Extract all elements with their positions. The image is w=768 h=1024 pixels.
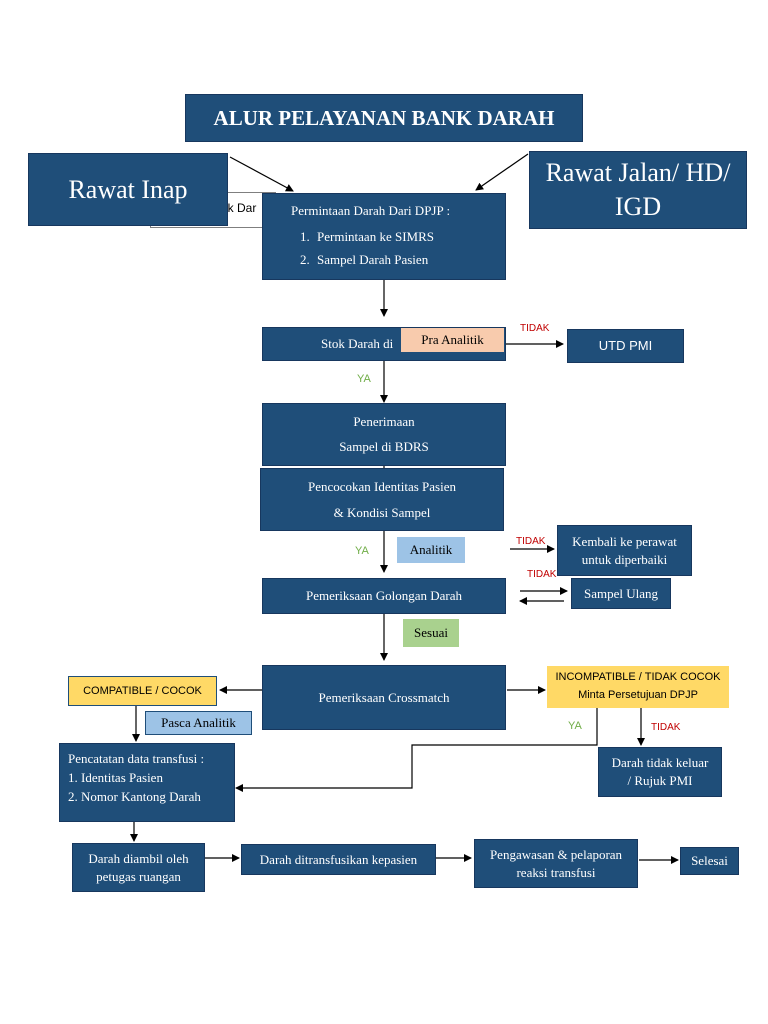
pencocokan-line: & Kondisi Sampel [333, 504, 431, 520]
kembali-box: Kembali ke perawat untuk diperbaiki [557, 525, 692, 576]
rawat-jalan-text: Rawat Jalan/ HD/ IGD [545, 158, 731, 221]
sesuai-text: Sesuai [414, 625, 448, 640]
label-tidak-golongan: TIDAK [527, 569, 557, 580]
diagram-title: ALUR PELAYANAN BANK DARAH [185, 94, 583, 142]
pengawasan-box: Pengawasan & pelaporan reaksi transfusi [474, 839, 638, 888]
pengawasan-line: reaksi transfusi [516, 864, 596, 880]
label-ya-pencocokan: YA [355, 545, 369, 557]
pasca-analitik-tag: Pasca Analitik [145, 711, 252, 735]
incompatible-line: INCOMPATIBLE / TIDAK COCOK [555, 671, 721, 684]
pencocokan-box: Pencocokan Identitas Pasien & Kondisi Sa… [260, 468, 504, 531]
hidden-stok-text: ok Dar [221, 201, 257, 215]
penerimaan-line: Penerimaan [353, 413, 415, 429]
compatible-tag: COMPATIBLE / COCOK [68, 676, 217, 706]
pencatatan-line: 1. Identitas Pasien [68, 769, 163, 785]
selesai-text: Selesai [691, 853, 728, 869]
arrow-rawat-inap-to-permintaan [229, 156, 294, 192]
darah-tidak-keluar-line: Darah tidak keluar [611, 755, 709, 771]
pencocokan-line: Pencocokan Identitas Pasien [307, 478, 456, 494]
pencatatan-box: Pencatatan data transfusi : 1. Identitas… [59, 743, 235, 822]
darah-diambil-line: petugas ruangan [96, 868, 181, 884]
label-tidak-incompatible: TIDAK [651, 722, 681, 733]
pencatatan-heading: Pencatatan data transfusi : [68, 751, 205, 766]
selesai-box: Selesai [680, 847, 739, 875]
permintaan-item: Sampel Darah Pasien [313, 251, 434, 269]
darah-tidak-keluar-box: Darah tidak keluar / Rujuk PMI [598, 747, 722, 797]
sampel-ulang-text: Sampel Ulang [583, 585, 658, 601]
arrow-rawat-jalan-to-permintaan [475, 153, 529, 191]
crossmatch-box: Pemeriksaan Crossmatch [262, 665, 506, 730]
label-tidak-stok: TIDAK [520, 323, 550, 334]
golongan-darah-text: Pemeriksaan Golongan Darah [306, 588, 462, 604]
ditransfusikan-text: Darah ditransfusikan kepasien [259, 851, 418, 867]
rawat-inap-text: Rawat Inap [68, 174, 188, 204]
darah-diambil-line: Darah diambil oleh [88, 850, 189, 866]
sesuai-tag: Sesuai [403, 619, 459, 647]
penerimaan-line: Sampel di BDRS [339, 438, 429, 454]
crossmatch-text: Pemeriksaan Crossmatch [318, 689, 450, 705]
stok-darah-text: Stok Darah di [321, 336, 394, 352]
penerimaan-box: Penerimaan Sampel di BDRS [262, 403, 506, 466]
label-ya-stok: YA [357, 373, 371, 385]
permintaan-heading: Permintaan Darah Dari DPJP : [291, 203, 451, 218]
label-tidak-pencocokan: TIDAK [516, 536, 546, 547]
analitik-tag: Analitik [397, 537, 465, 563]
kembali-line: untuk diperbaiki [581, 551, 668, 567]
kembali-line: Kembali ke perawat [572, 533, 677, 549]
sampel-ulang-box: Sampel Ulang [571, 578, 671, 609]
rawat-jalan-box: Rawat Jalan/ HD/ IGD [529, 151, 747, 229]
incompatible-line: Minta Persetujuan DPJP [578, 689, 698, 701]
analitik-text: Analitik [409, 542, 453, 557]
permintaan-item: Permintaan ke SIMRS [313, 228, 434, 246]
arrow-incompatible-ya-to-pencatatan [235, 708, 598, 792]
golongan-darah-box: Pemeriksaan Golongan Darah [262, 578, 506, 614]
pasca-analitik-text: Pasca Analitik [161, 715, 236, 730]
ditransfusikan-box: Darah ditransfusikan kepasien [241, 844, 436, 875]
utd-pmi-text: UTD PMI [598, 338, 653, 354]
diagram-title-text: ALUR PELAYANAN BANK DARAH [213, 105, 555, 130]
compatible-text: COMPATIBLE / COCOK [83, 685, 202, 697]
incompatible-tag: INCOMPATIBLE / TIDAK COCOK Minta Persetu… [547, 666, 729, 708]
darah-tidak-keluar-line: / Rujuk PMI [627, 773, 693, 788]
rawat-inap-box: Rawat Inap [28, 153, 228, 226]
pra-analitik-text: Pra Analitik [421, 332, 484, 347]
pengawasan-line: Pengawasan & pelaporan [489, 846, 623, 862]
permintaan-list: Permintaan ke SIMRS Sampel Darah Pasien [291, 228, 434, 275]
utd-pmi-box: UTD PMI [567, 329, 684, 363]
permintaan-box: Permintaan Darah Dari DPJP : Permintaan … [262, 193, 506, 280]
label-ya-incompatible: YA [568, 720, 582, 732]
darah-diambil-box: Darah diambil oleh petugas ruangan [72, 843, 205, 892]
pencatatan-line: 2. Nomor Kantong Darah [68, 788, 201, 804]
pra-analitik-tag: Pra Analitik [401, 328, 504, 352]
